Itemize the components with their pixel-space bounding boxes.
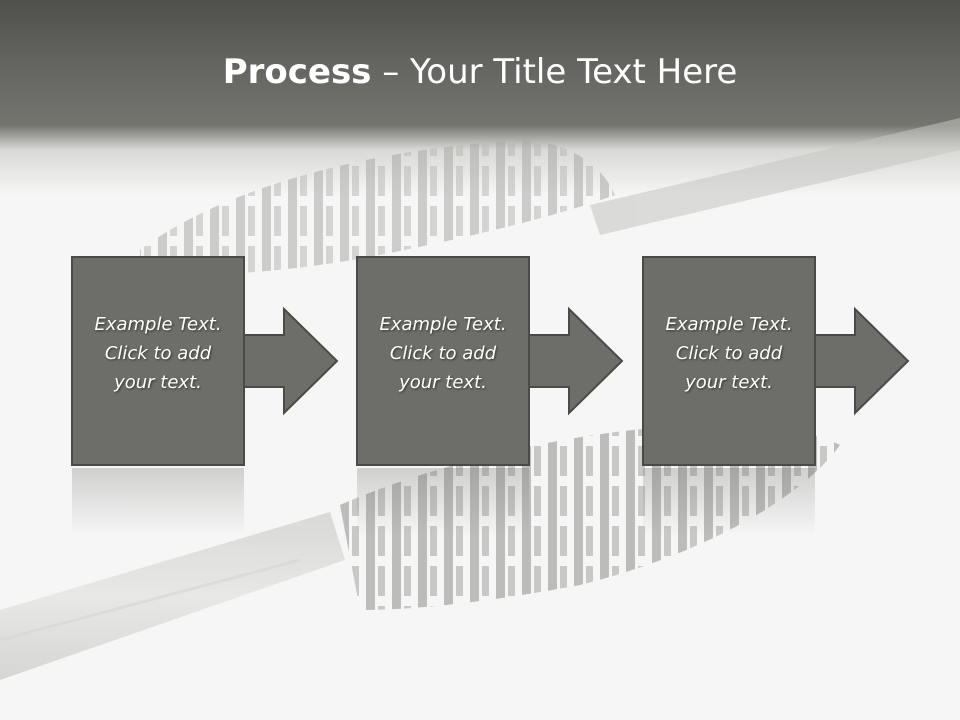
step-text-line: Example Text. [94, 314, 222, 335]
process-step-1[interactable]: Example Text. Click to add your text. [71, 256, 411, 536]
process-step-3[interactable]: Example Text. Click to add your text. [642, 256, 960, 536]
arrow-right-icon [814, 306, 910, 416]
step-text-line: your text. [114, 372, 202, 393]
process-step-shape [71, 256, 339, 536]
step-text-line: Example Text. [665, 314, 793, 335]
process-step-2[interactable]: Example Text. Click to add your text. [356, 256, 696, 536]
step-text-line: Click to add [104, 343, 212, 364]
step-text[interactable]: Example Text. Click to add your text. [646, 310, 812, 397]
process-step-shape [642, 256, 910, 536]
step-text-line: Example Text. [379, 314, 507, 335]
process-step-shape [356, 256, 624, 536]
step-text-line: your text. [399, 372, 487, 393]
step-text-line: Click to add [675, 343, 783, 364]
arrow-right-icon [528, 306, 624, 416]
step-text-line: Click to add [389, 343, 497, 364]
step-text[interactable]: Example Text. Click to add your text. [75, 310, 241, 397]
title-bold: Process [222, 52, 372, 92]
title-rest: – Your Title Text Here [371, 52, 738, 92]
step-text[interactable]: Example Text. Click to add your text. [360, 310, 526, 397]
slide-title[interactable]: Process – Your Title Text Here [0, 52, 960, 92]
step-text-line: your text. [685, 372, 773, 393]
arrow-right-icon [243, 306, 339, 416]
